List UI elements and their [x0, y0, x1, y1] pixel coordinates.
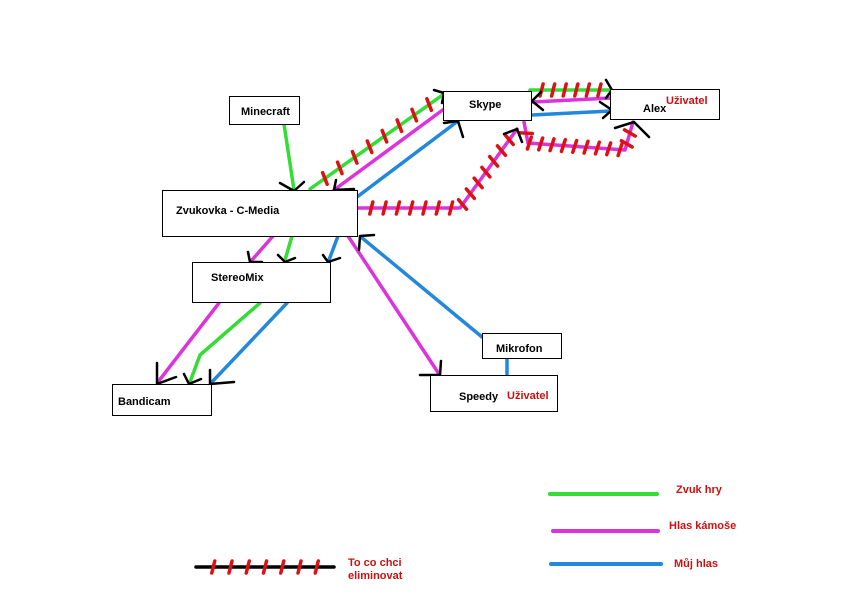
edge-zvukovka-skype-game-mark: [425, 97, 434, 113]
edge-zvukovka-skype-friend-elim-mark: [394, 200, 402, 216]
legend-eliminate-line2: eliminovat: [348, 570, 403, 582]
legend-eliminate-swatch-mark: [296, 559, 303, 575]
edge-zvukovka-skype-game-mark: [335, 160, 344, 176]
edge-skype-alex-friend-elim-mark: [622, 128, 637, 138]
user-tag: Uživatel: [666, 95, 708, 107]
edge-zvukovka-skype-game-mark: [380, 128, 389, 144]
edge-skype-alex-game-mark: [561, 82, 568, 98]
edge-skype-alex-friend-elim-mark: [616, 142, 624, 158]
edges-layer: [156, 88, 663, 569]
edge-skype-alex-friend-elim-mark: [525, 135, 534, 151]
node-stereomix: StereoMix: [192, 262, 331, 303]
arrowhead-skype-in: [502, 127, 524, 144]
legend-eliminate-line1: To co chci: [348, 557, 402, 569]
edge-zvukovka-skype-friend-elim-mark: [456, 197, 469, 211]
arrowhead-skype-in: [442, 119, 465, 139]
edge-zvukovka-skype-game-mark: [395, 118, 404, 134]
node-label: Alex: [643, 103, 667, 115]
legend-eliminate-swatch-mark: [227, 559, 234, 575]
edge-skype-alex-myvoice: [530, 109, 613, 117]
edge-zvukovka-skype-friend-elim-mark: [434, 200, 442, 216]
edge-skype-alex-game-mark: [596, 82, 603, 98]
node-label: Bandicam: [118, 396, 171, 408]
edge-zvukovka-skype-friend-elim-mark: [447, 200, 455, 216]
edge-zvukovka-skype-friend-elim-mark: [421, 200, 428, 216]
legend-eliminate-swatch-mark: [244, 559, 251, 575]
edge-zvukovka-speedy-friend: [346, 234, 441, 376]
node-label: Zvukovka - C-Media: [176, 205, 280, 217]
legend-game-sound-label: Zvuk hry: [676, 484, 722, 496]
edge-zvukovka-stereomix-game: [283, 234, 294, 262]
edge-skype-alex-friend-elim-mark: [593, 140, 602, 156]
eliminate-marks-layer: [210, 82, 637, 575]
edge-mikrofon-zvukovka-myvoice: [359, 235, 484, 339]
edge-skype-alex-friend-elim-mark: [582, 139, 590, 155]
edge-skype-alex-friend-elim-mark: [559, 137, 568, 154]
edge-zvukovka-skype-friend-elim-mark: [480, 165, 492, 179]
edge-zvukovka-skype-friend-elim-mark: [472, 176, 484, 190]
edge-zvukovka-stereomix-friend: [250, 234, 275, 262]
edge-zvukovka-skype-game-mark: [410, 107, 419, 123]
legend-my-voice-label: Můj hlas: [674, 558, 719, 570]
edge-stereomix-bandicam-friend: [156, 301, 221, 384]
node-skype: Skype: [443, 91, 532, 121]
edge-zvukovka-skype-game-mark: [350, 149, 359, 165]
edge-stereomix-bandicam-myvoice: [210, 301, 289, 384]
legend-friend-voice-label: Hlas kámoše: [669, 520, 737, 532]
node-label: Mikrofon: [496, 343, 543, 355]
edge-skype-alex-friend-elim-mark: [548, 137, 556, 153]
node-zvukovka: Zvukovka - C-Media: [162, 190, 358, 237]
edge-zvukovka-skype-game: [308, 92, 446, 191]
node-label: Speedy: [459, 391, 499, 403]
edge-skype-alex-game-mark: [573, 82, 580, 98]
edge-stereomix-bandicam-game: [188, 301, 262, 384]
edge-skype-alex-friend-elim-mark: [537, 136, 545, 152]
edge-skype-zvukovka-friend: [332, 107, 446, 192]
edge-skype-alex-friend-elim-mark: [571, 138, 579, 154]
arrowhead-zvukovka-in: [357, 233, 376, 252]
arrowhead-skype-in: [530, 90, 545, 112]
arrowhead-alex-in: [613, 120, 651, 139]
edge-alex-skype-friend: [531, 96, 613, 104]
edge-skype-alex-game-mark: [549, 82, 557, 98]
edge-skype-alex-friend-elim-mark: [605, 141, 613, 157]
edge-zvukovka-skype-myvoice: [355, 119, 460, 199]
edge-zvukovka-skype-friend-elim-mark: [407, 200, 415, 216]
node-minecraft: Minecraft: [229, 96, 300, 125]
edge-zvukovka-skype-friend-elim-mark: [487, 154, 500, 168]
edge-skype-alex-friend-elim-mark: [619, 139, 634, 149]
edge-zvukovka-skype-friend-elim-mark: [464, 187, 477, 201]
edge-zvukovka-skype-friend-elim-mark: [368, 200, 375, 216]
legend-eliminate-swatch-mark: [261, 559, 269, 575]
edge-zvukovka-skype-friend-elim-mark: [381, 200, 388, 216]
legend-eliminate-label: To co chci eliminovat: [348, 557, 402, 583]
node-label: Minecraft: [241, 106, 290, 118]
edge-skype-alex-friend-elim-mark: [518, 131, 535, 136]
edge-zvukovka-stereomix-myvoice: [327, 234, 340, 262]
node-bandicam: Bandicam: [112, 384, 212, 416]
edge-zvukovka-skype-friend-elim-mark: [503, 133, 515, 147]
edge-zvukovka-skype-game-mark: [320, 170, 329, 186]
legend-eliminate-swatch-mark: [210, 559, 217, 575]
legend-eliminate-swatch-mark: [279, 559, 286, 575]
node-label: StereoMix: [211, 272, 264, 284]
user-tag: Uživatel: [507, 390, 549, 402]
edge-zvukovka-skype-friend-elim: [356, 127, 519, 210]
node-label: Skype: [469, 99, 502, 111]
node-speedy: Speedy Uživatel: [430, 375, 558, 412]
edge-skype-alex-game-mark: [584, 82, 592, 98]
legend-eliminate-swatch-mark: [313, 559, 320, 575]
edge-zvukovka-skype-friend-elim-mark: [495, 144, 508, 158]
edge-minecraft-zvukovka: [282, 122, 296, 192]
node-mikrofon: Mikrofon: [482, 333, 562, 359]
node-alex: Alex Uživatel: [610, 89, 720, 120]
edge-zvukovka-skype-game-mark: [365, 139, 374, 155]
